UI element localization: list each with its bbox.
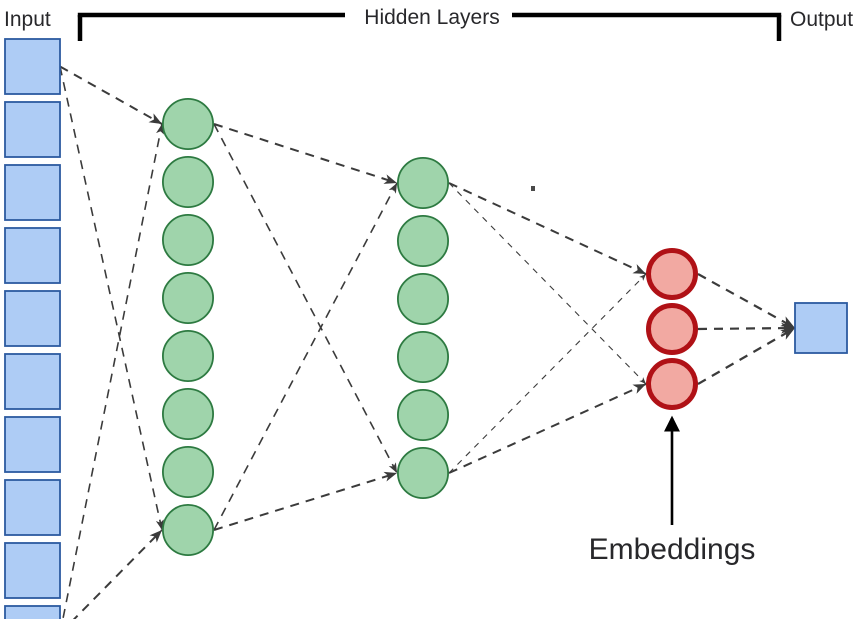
connection-layer2-1-1 xyxy=(448,383,647,474)
input-layer-node-3 xyxy=(4,164,61,221)
output-layer-node-1 xyxy=(794,302,848,354)
embedding-layer-node-3 xyxy=(646,358,698,410)
hidden-layer-1-node-7 xyxy=(161,445,214,498)
hidden-layer-1-node-5 xyxy=(161,329,214,382)
input-label: Input xyxy=(4,8,51,31)
connection-layer0-0-0 xyxy=(59,65,163,125)
hidden-layer-2-node-3 xyxy=(396,272,449,325)
input-layer-node-7 xyxy=(4,416,61,473)
connection-layer0-1-1 xyxy=(72,529,163,619)
connection-layer1-0-1 xyxy=(213,123,398,474)
input-layer-node-9 xyxy=(4,542,61,599)
hidden-layer-1-node-4 xyxy=(161,271,214,324)
input-layer-node-5 xyxy=(4,290,61,347)
connection-layer1-1-1 xyxy=(213,471,398,531)
connection-layer0-1-0 xyxy=(62,123,164,619)
connection-layer2-0-1 xyxy=(448,182,647,385)
hidden-layer-1-node-3 xyxy=(161,213,214,266)
input-layer-node-4 xyxy=(4,227,61,284)
connection-embedding2-output xyxy=(697,322,796,334)
hidden-layer-2-node-6 xyxy=(396,446,449,499)
input-layer-node-10 xyxy=(4,605,61,619)
connection-embedding3-output xyxy=(697,327,796,385)
stray-mark xyxy=(531,186,535,191)
embeddings-label: Embeddings xyxy=(589,533,756,566)
connection-layer2-0-0 xyxy=(448,182,647,275)
embedding-layer-node-1 xyxy=(646,248,698,300)
hidden-layer-2-node-2 xyxy=(396,214,449,267)
connection-layer2-1-0 xyxy=(448,273,647,474)
input-layer-node-6 xyxy=(4,353,61,410)
input-layer-node-8 xyxy=(4,479,61,536)
hidden-layer-2-node-4 xyxy=(396,330,449,383)
embedding-layer-node-2 xyxy=(646,303,698,355)
output-label: Output xyxy=(790,8,853,31)
nodes-group xyxy=(4,38,848,619)
input-layer-node-1 xyxy=(4,38,61,95)
connection-embedding1-output xyxy=(697,273,796,329)
hidden-layers-bracket xyxy=(77,12,782,41)
connection-lines-group xyxy=(59,65,796,619)
hidden-layer-1-node-1 xyxy=(161,98,214,151)
hidden-layer-1-node-6 xyxy=(161,387,214,440)
input-layer-node-2 xyxy=(4,101,61,158)
hidden-layer-1-node-8 xyxy=(161,503,214,556)
connection-layer1-0-0 xyxy=(213,123,398,184)
hidden-layer-2-node-5 xyxy=(396,388,449,441)
connection-layer0-0-1 xyxy=(59,66,164,531)
hidden-layers-label: Hidden Layers xyxy=(364,6,499,29)
hidden-layer-2-node-1 xyxy=(396,156,449,209)
connection-layer1-1-0 xyxy=(213,182,398,531)
hidden-layer-1-node-2 xyxy=(161,155,214,208)
